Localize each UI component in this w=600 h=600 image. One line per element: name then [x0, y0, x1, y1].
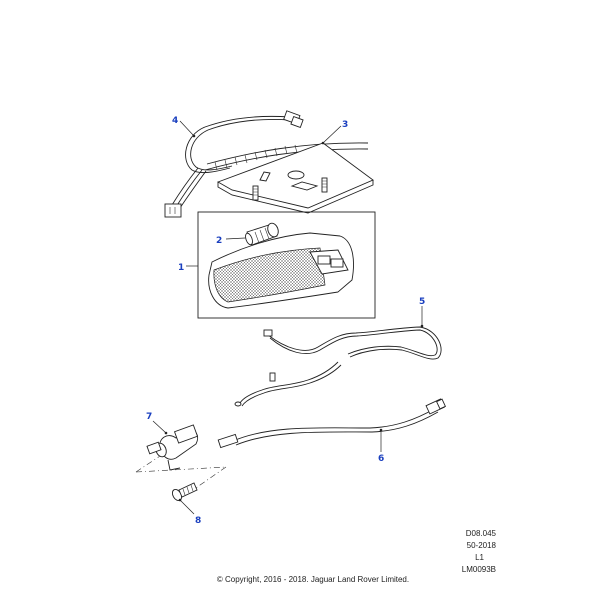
leader-7: [152, 420, 167, 434]
part-8-screw: [171, 482, 198, 502]
leader-4: [179, 120, 195, 137]
part-3-mounting-plate: [216, 142, 374, 214]
callout-4[interactable]: 4: [172, 116, 178, 126]
cable-5-tip: [234, 401, 242, 407]
callout-1[interactable]: 1: [178, 263, 184, 273]
lamp-assembly-frame: [197, 211, 376, 319]
leader-2: [225, 237, 246, 240]
callout-2[interactable]: 2: [216, 236, 222, 246]
reference-code-3: L1: [475, 553, 484, 562]
callout-6[interactable]: 6: [378, 454, 384, 464]
reference-code-2: 50-2018: [466, 541, 496, 550]
callout-labels: 4 3 2 1 5 6 7 8: [146, 116, 425, 526]
mounting-guide-lines: [135, 455, 227, 493]
part-1-lamp-assembly: [197, 211, 376, 319]
cable-5-clip: [269, 372, 276, 382]
lamp-switch-button-1: [317, 255, 331, 265]
callout-8[interactable]: 8: [195, 516, 201, 526]
plate-hole: [287, 170, 305, 180]
plate-stud-right: [321, 177, 328, 193]
callout-3[interactable]: 3: [342, 120, 348, 130]
copyright-notice: © Copyright, 2016 - 2018. Jaguar Land Ro…: [216, 575, 410, 584]
plate-stud-left: [252, 185, 259, 201]
callout-5[interactable]: 5: [419, 297, 425, 307]
reference-code-4: LM0093B: [461, 565, 496, 574]
leader-lines: [152, 120, 424, 515]
part-7-door-switch: [146, 424, 199, 471]
part-2-bulb-holder: [245, 222, 279, 246]
plate-clip: [290, 181, 319, 191]
cable-6-sleeve-left: [217, 433, 239, 449]
cable-5-end-connector: [263, 329, 273, 337]
connector-plug-bottom: [164, 203, 182, 218]
leader-8: [179, 499, 195, 515]
part-4-wiring-harness: [164, 110, 369, 218]
reference-code-1: D08.045: [465, 529, 496, 538]
part-5-cable: [234, 326, 442, 407]
part-6-cable: [217, 398, 447, 449]
plate-slot-left: [259, 171, 271, 182]
callout-7[interactable]: 7: [146, 412, 152, 422]
leader-3: [322, 125, 342, 144]
lens-grille: [213, 247, 326, 303]
lamp-switch-button-2: [330, 258, 344, 268]
